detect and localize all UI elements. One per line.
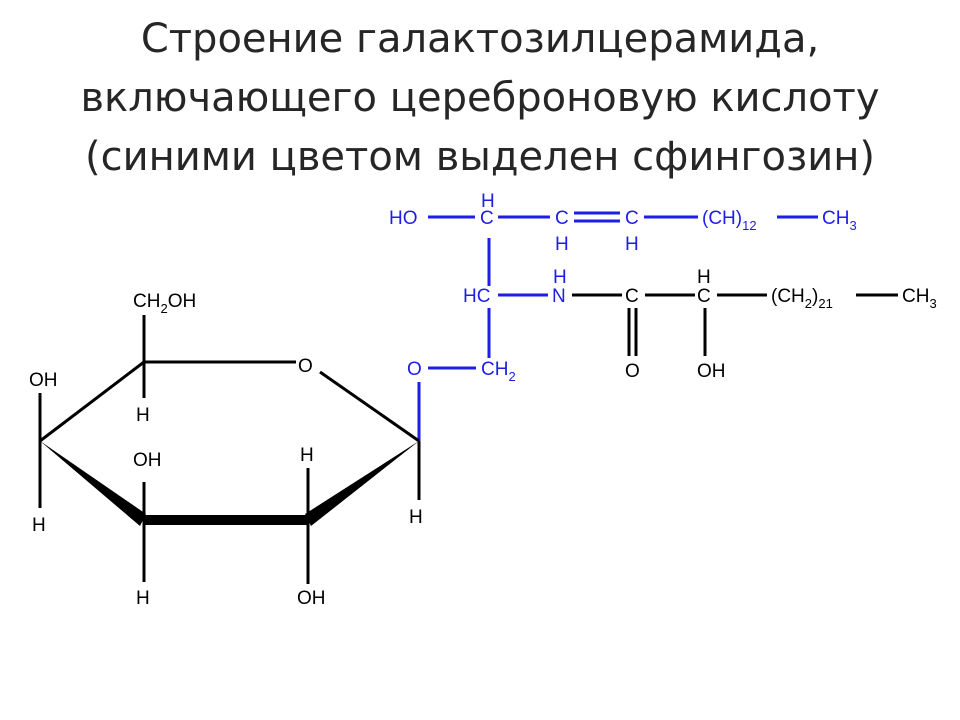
sph-ch3-sub: 3 xyxy=(849,218,856,233)
sph-ch-chain-text: (CH) xyxy=(702,208,742,229)
sph-n-h-label: H xyxy=(553,267,567,288)
sph-o-link-label: O xyxy=(407,359,422,380)
gal-c3-h-label: H xyxy=(136,588,150,609)
title-line-2: включающего цереброновую кислоту xyxy=(80,75,880,121)
wedge-c4-c3 xyxy=(40,441,146,526)
gal-ch2oh-sub: 2 xyxy=(160,301,167,316)
gal-ch2oh-b: OH xyxy=(168,291,197,312)
fa-chain-count: 21 xyxy=(818,296,832,311)
fa-alpha-h-label: H xyxy=(697,267,711,288)
sphingosine-part xyxy=(417,211,818,441)
fa-chain-sub: 2 xyxy=(805,296,812,311)
sph-c1-label: C xyxy=(480,208,494,229)
gal-c3-oh-label: OH xyxy=(133,450,162,471)
sph-ho-label: HO xyxy=(389,208,418,229)
gal-c2-oh-label: OH xyxy=(297,588,326,609)
wedge-c1-c2 xyxy=(305,441,419,526)
fa-chain-close: ) xyxy=(812,286,818,307)
fa-ch3-text: CH xyxy=(902,286,929,307)
sph-ch2-sub: 2 xyxy=(508,369,515,384)
bond-c5-c4 xyxy=(39,360,145,443)
sph-c3-label: C xyxy=(625,208,639,229)
fa-carbonyl-o-label: O xyxy=(625,361,640,382)
fa-alpha-c-label: C xyxy=(697,286,711,307)
fa-chain-text: (CH xyxy=(771,286,805,307)
gal-c4-oh-label: OH xyxy=(29,370,58,391)
gal-ch2oh-label: CH2OH xyxy=(133,291,196,316)
sph-ch-chain-sub: 12 xyxy=(742,218,756,233)
fa-chain-label: (CH2)21 xyxy=(771,286,833,311)
sph-hc-label: HC xyxy=(463,286,490,307)
gal-ch2oh-a: CH xyxy=(133,291,160,312)
gal-c2-h-label: H xyxy=(300,445,314,466)
bond-ring-o-c1 xyxy=(319,370,420,443)
fa-ch3-label: CH3 xyxy=(902,286,937,311)
sph-ch3-label: CH3 xyxy=(822,208,857,233)
title-line-1: Строение галактозилцерамида, xyxy=(140,16,820,62)
sph-c3-h-label: H xyxy=(625,234,639,255)
title-line-3: (синими цветом выделен сфингозин) xyxy=(84,134,876,180)
sph-ch2-text: CH xyxy=(481,359,508,380)
slide-title: Строение галактозилцерамида, включающего… xyxy=(0,10,960,187)
gal-c4-h-label: H xyxy=(32,515,46,536)
gal-ring-o-label: O xyxy=(298,356,313,377)
gal-c1-h-label: H xyxy=(409,507,423,528)
galactose-ring xyxy=(38,315,421,584)
sph-n-label: N xyxy=(552,286,566,307)
sph-c2-label: C xyxy=(555,208,569,229)
fatty-acid-part xyxy=(572,293,898,356)
sph-ch2-label: CH2 xyxy=(481,359,516,384)
gal-c5-h-label: H xyxy=(136,405,150,426)
sph-ch-chain-label: (CH)12 xyxy=(702,208,757,233)
fa-alpha-oh-label: OH xyxy=(697,361,726,382)
sph-c1-h-label: H xyxy=(481,191,495,212)
sph-c2-h-label: H xyxy=(555,234,569,255)
fa-ch3-sub: 3 xyxy=(929,296,936,311)
sph-ch3-text: CH xyxy=(822,208,849,229)
fa-carbonyl-c-label: C xyxy=(625,286,639,307)
